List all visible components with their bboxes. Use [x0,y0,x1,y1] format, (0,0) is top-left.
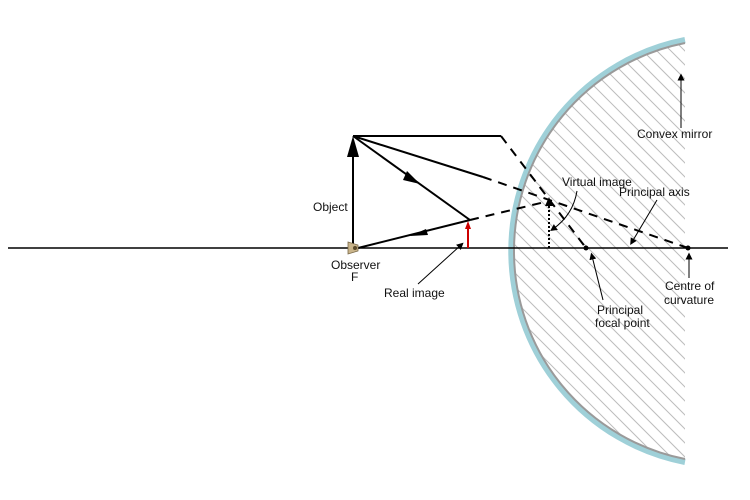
real-image-arrowhead [465,221,471,229]
dashed-line-to-focus [500,135,587,249]
label-real-image: Real image [384,286,445,300]
convex-mirror-back [513,42,686,460]
centre-of-curvature-dot [685,245,691,251]
leader-principal-axis [630,199,658,246]
convex-mirror-glass [508,37,686,465]
principal-focal-point-dot [583,245,589,251]
ray-reflected [357,219,471,249]
leader-principal-focal-point [589,252,604,301]
ray-reflected-arrowhead [410,229,428,236]
label-principal-focal-point-line1: Principal [597,303,643,317]
label-observer: Observer [331,258,380,272]
dashed-line-to-centre [482,176,689,249]
label-virtual-image: Virtual image [562,175,632,189]
label-centre-of-curvature-line2: curvature [664,293,714,307]
leader-virtual-image [550,190,578,232]
label-centre-of-curvature-line1: Centre of [665,279,715,293]
object-arrowhead [347,136,359,157]
observer-eye-icon [347,241,359,255]
label-principal-focal-point-line2: focal point [595,316,650,330]
label-object: Object [313,200,348,214]
label-focus-letter: F [351,270,358,284]
dashed-line-virtual-ray [469,200,550,221]
mirror-hatching [511,40,685,462]
virtual-image-arrowhead [545,197,553,206]
label-principal-axis: Principal axis [619,185,690,199]
ray-incident-arrowhead [403,171,420,184]
label-convex-mirror: Convex mirror [637,127,712,141]
ray-to-mirror-center [352,135,484,178]
leader-real-image [417,242,464,285]
